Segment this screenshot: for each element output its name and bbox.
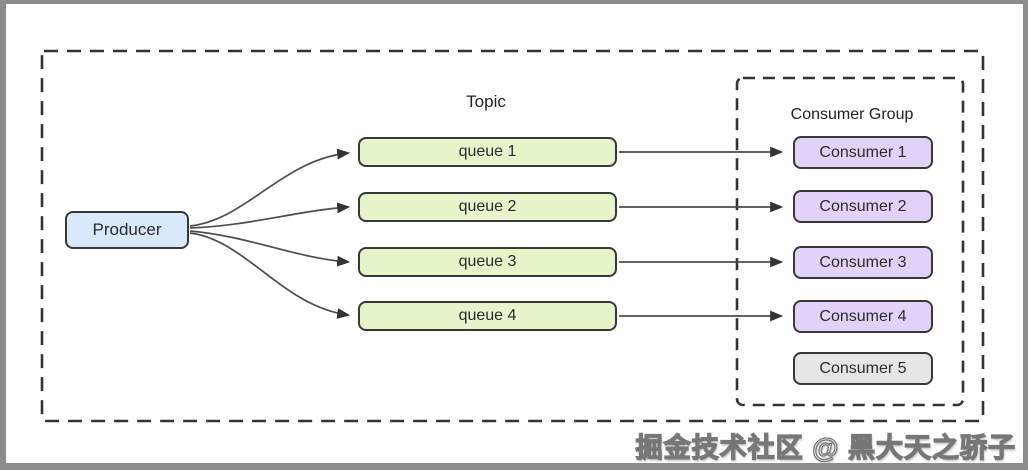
consumer-node-5: Consumer 5 <box>793 352 933 385</box>
topic-label: Topic <box>466 92 506 111</box>
producer-to-queue-1-arrow <box>189 148 351 227</box>
consumer-group-label: Consumer Group <box>790 106 914 123</box>
producer-to-queue-3-arrow <box>189 230 351 267</box>
consumer-node-4: Consumer 4 <box>793 300 933 333</box>
queue-node-3: queue 3 <box>358 247 617 277</box>
image-frame-top <box>0 0 1028 4</box>
consumer-node-3: Consumer 3 <box>793 246 933 279</box>
producer-to-queue-4-arrow <box>189 232 351 319</box>
queue-node-1: queue 1 <box>358 137 617 167</box>
watermark-text: 掘金技术社区 @ 黑大天之骄子 <box>635 432 1016 463</box>
consumer-node-1: Consumer 1 <box>793 136 933 169</box>
image-frame-bottom <box>0 463 1028 470</box>
image-frame-left <box>0 0 6 470</box>
producer-to-queue-2-arrow <box>189 202 351 229</box>
queue-node-4: queue 4 <box>358 301 617 331</box>
producer-node: Producer <box>65 211 189 249</box>
image-frame-right <box>1023 0 1028 470</box>
consumer-group-dashed-boundary <box>735 76 965 407</box>
consumer-node-2: Consumer 2 <box>793 190 933 223</box>
queue-node-2: queue 2 <box>358 192 617 222</box>
system-dashed-boundary <box>40 49 985 423</box>
